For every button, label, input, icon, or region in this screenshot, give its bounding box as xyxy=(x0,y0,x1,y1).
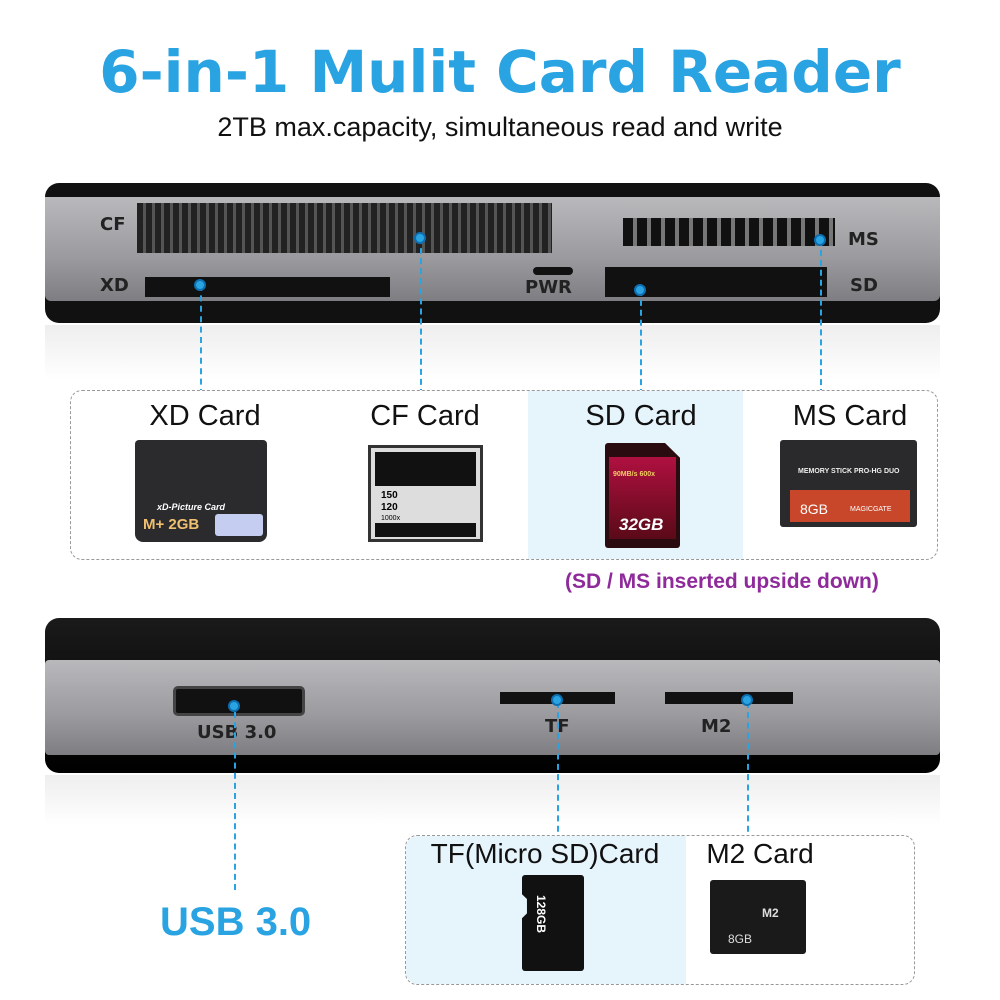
xd-slot xyxy=(145,277,390,297)
ms-card-label: MS Card xyxy=(792,400,908,432)
sd-label: SD xyxy=(850,275,878,296)
sd-line xyxy=(640,290,642,395)
m2-slot xyxy=(665,692,793,704)
bottom-cards-panel xyxy=(405,835,915,985)
usb-port xyxy=(173,686,305,716)
xd-card-image: xD-Picture Card M+ 2GB xyxy=(135,440,267,542)
card-reader-back: USB 3.0 TF M2 xyxy=(45,618,940,773)
cf-card-image: 150 120 1000x xyxy=(368,445,483,542)
tf-dot xyxy=(551,694,563,706)
ms-line xyxy=(820,240,822,395)
xd-dot xyxy=(194,279,206,291)
subtitle: 2TB max.capacity, simultaneous read and … xyxy=(217,112,783,142)
m2-card-image: M2 8GB xyxy=(710,880,806,954)
orientation-note: (SD / MS inserted upside down) xyxy=(565,570,879,593)
reflection-bottom xyxy=(45,775,940,825)
cf-slot xyxy=(137,203,552,253)
sd-card-image: 90MB/s 600x 32GB xyxy=(605,443,680,548)
cf-label: CF xyxy=(100,214,126,235)
tf-card-label: TF(Micro SD)Card xyxy=(430,838,660,869)
cf-line xyxy=(420,238,422,395)
cf-card-label: CF Card xyxy=(370,400,480,432)
sd-dot xyxy=(634,284,646,296)
ms-slot xyxy=(623,218,835,246)
pwr-label: PWR xyxy=(525,277,572,298)
sd-card-label: SD Card xyxy=(585,400,697,432)
usb-dot xyxy=(228,700,240,712)
ms-card-image: MEMORY STICK PRO-HG DUO 8GB MAGICGATE xyxy=(780,440,917,527)
tf-card-image: 128GB xyxy=(522,875,584,971)
ms-label: MS xyxy=(848,229,879,250)
xd-line xyxy=(200,285,202,395)
m2-card-label: M2 Card xyxy=(706,838,814,869)
usb-callout: USB 3.0 xyxy=(160,900,312,944)
card-reader-front: CF XD PWR MS SD xyxy=(45,183,940,323)
m2-dot xyxy=(741,694,753,706)
xd-card-label: XD Card xyxy=(149,400,261,432)
reflection xyxy=(45,325,940,380)
ms-dot xyxy=(814,234,826,246)
cf-dot xyxy=(414,232,426,244)
m2-line xyxy=(747,702,749,842)
usb-line xyxy=(234,712,236,890)
tf-line xyxy=(557,702,559,842)
usb-port-label: USB 3.0 xyxy=(197,722,277,743)
m2-port-label: M2 xyxy=(701,716,732,737)
pwr-led xyxy=(533,267,573,275)
page-title: 6-in-1 Mulit Card Reader xyxy=(99,38,901,106)
xd-label: XD xyxy=(100,275,129,296)
